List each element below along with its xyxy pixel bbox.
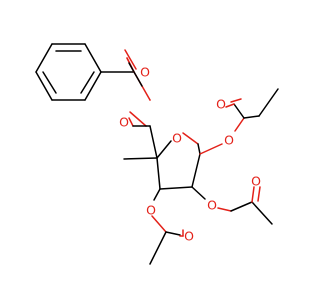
acetoxy-left-carbonyl-oxygen: O [184,229,194,244]
atom-labels: O O O O O O O O O [119,65,261,244]
linker-bonds [128,117,158,159]
ring-oxygen: O [172,131,182,146]
acetoxy-right-oxygen: O [207,198,217,213]
molecule-structure-diagram: O O O O O O O O O [35,43,279,265]
acetoxy-top-oxygen: O [224,133,234,148]
acetoxy-right-carbonyl-oxygen: O [251,174,261,189]
benzene-ring [35,43,102,101]
acetoxy-top-carbonyl-oxygen: O [216,97,226,112]
benzoate-ester-oxygen: O [119,115,129,130]
furanose-ring [123,132,201,190]
benzoate-group [100,49,151,127]
acetoxy-top-group [199,88,279,155]
acetoxy-left-group [149,188,184,265]
benzoate-carbonyl-oxygen: O [140,65,150,80]
acetoxy-left-oxygen: O [146,203,156,218]
acetoxy-right-group [191,186,273,225]
